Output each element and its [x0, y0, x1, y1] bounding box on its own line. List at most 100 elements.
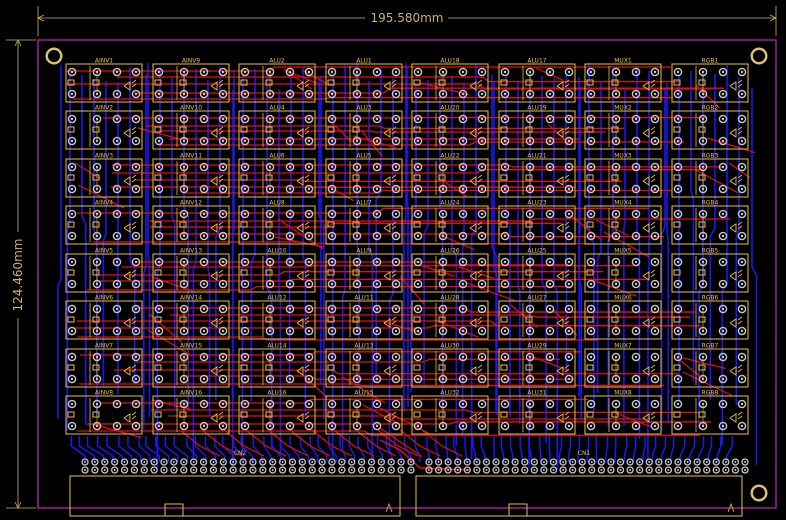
pad: [631, 162, 641, 172]
bottom-trace: [647, 71, 650, 461]
bottom-trace: [406, 67, 409, 407]
pad: [285, 257, 295, 267]
pad: [304, 184, 314, 194]
pad: [413, 209, 423, 219]
bottom-trace: [263, 436, 272, 462]
connector-pin: [607, 458, 615, 466]
pad: [391, 304, 401, 314]
smd-pad: [413, 126, 421, 133]
pad: [304, 421, 314, 431]
connector-pin: [338, 458, 346, 466]
top-trace: [352, 135, 397, 149]
connector-pin: [367, 466, 376, 474]
smd-pad: [500, 174, 508, 181]
smd-pad: [698, 79, 706, 86]
connector-pin: [348, 466, 356, 474]
connector-pin: [348, 458, 356, 466]
pad: [154, 352, 164, 362]
module-label: ALU24: [440, 200, 459, 207]
led-symbol: [729, 81, 737, 91]
pad: [564, 326, 574, 336]
connector-pin: [645, 466, 653, 474]
module-ainv3: AINV3: [65, 153, 143, 198]
bottom-trace: [688, 436, 696, 462]
pad: [673, 279, 683, 289]
top-trace: [676, 357, 703, 379]
top-trace: [72, 325, 701, 329]
connector-pin: [229, 458, 237, 466]
pad: [154, 162, 164, 172]
pad: [631, 304, 641, 314]
connector-pin: [357, 466, 366, 474]
pad: [631, 184, 641, 194]
module-alu24: ALU24: [411, 200, 489, 245]
smd-pad: [179, 364, 187, 371]
connector-pin: [338, 466, 346, 474]
smd-pad: [413, 174, 421, 181]
pad: [650, 89, 660, 99]
connector-pin: [91, 466, 99, 474]
pad: [199, 209, 209, 219]
smd-pad: [611, 174, 619, 181]
module-label: ALU4: [269, 105, 285, 112]
module-label: MUX3: [614, 153, 632, 160]
smd-pad: [67, 411, 75, 418]
pad: [545, 399, 555, 409]
pad: [545, 279, 555, 289]
top-trace: [311, 429, 353, 457]
smd-pad: [698, 126, 706, 133]
led-symbol: [383, 413, 391, 423]
height-dimension-label: 124.460mm: [11, 238, 25, 311]
module-outline: [238, 205, 316, 245]
pad: [586, 184, 596, 194]
pad: [631, 257, 641, 267]
pad: [737, 326, 747, 336]
pad: [154, 279, 164, 289]
bottom-trace: [118, 436, 133, 462]
pad: [391, 89, 401, 99]
top-trace: [289, 429, 331, 457]
smd-pad: [438, 79, 446, 86]
smd-pad: [352, 126, 360, 133]
pad: [718, 257, 728, 267]
connector-pin: [425, 466, 433, 474]
pad: [327, 326, 337, 336]
module-mux3: MUX3: [584, 153, 662, 198]
pad: [718, 184, 728, 194]
connector-pin: [377, 466, 386, 474]
pad: [631, 136, 641, 146]
pad: [650, 231, 660, 241]
module-outline: [671, 110, 749, 150]
smd-pad: [525, 316, 533, 323]
module-label: ALU25: [527, 248, 546, 255]
pad: [500, 421, 510, 431]
connector-body: [69, 475, 401, 517]
bottom-trace: [348, 436, 356, 462]
module-rgb7: RGB7: [671, 343, 749, 388]
connector-pin: [140, 466, 148, 474]
pad: [564, 114, 574, 124]
module-label: ALU17: [527, 58, 546, 65]
top-trace: [77, 430, 700, 436]
pad: [240, 67, 250, 77]
top-trace: [136, 179, 622, 182]
bottom-trace: [690, 71, 695, 382]
pad: [673, 184, 683, 194]
pad: [112, 114, 122, 124]
bottom-trace: [414, 436, 421, 462]
module-alu7: ALU7: [325, 200, 403, 245]
pad: [413, 279, 423, 289]
pad: [218, 184, 228, 194]
connector-pin: [597, 458, 606, 466]
pad: [673, 162, 683, 172]
connector-pin: [655, 466, 663, 474]
smd-pad: [265, 316, 273, 323]
smd-pad: [352, 79, 360, 86]
module-outline: [411, 110, 489, 150]
bottom-trace: [388, 78, 394, 454]
smd-pad: [698, 411, 706, 418]
module-alu3: ALU3: [325, 105, 403, 150]
pad: [737, 114, 747, 124]
module-rgb2: RGB2: [671, 105, 749, 150]
